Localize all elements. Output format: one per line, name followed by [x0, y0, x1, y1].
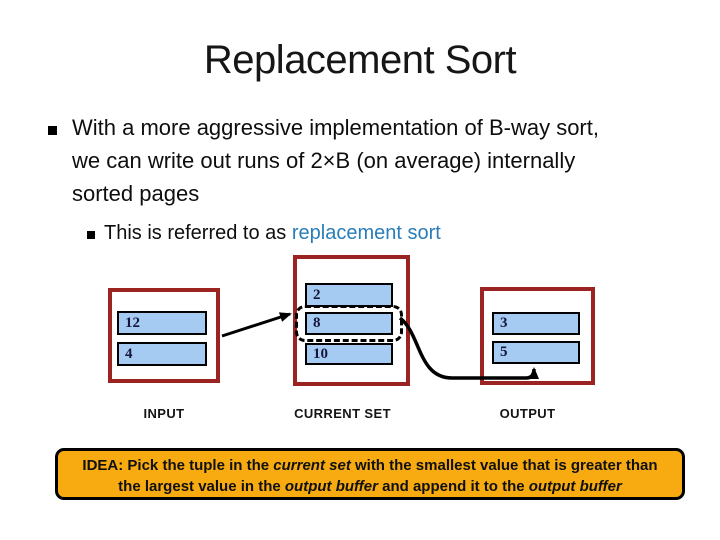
bullet-text: With a more aggressive implementation of…: [72, 111, 712, 210]
current-cell-2: 10: [305, 343, 393, 365]
idea-callout: IDEA: Pick the tuple in the current set …: [55, 448, 685, 500]
idea-line-2: the largest value in the output buffer a…: [58, 476, 682, 497]
bullet-line-3: sorted pages: [72, 181, 200, 206]
idea-text: IDEA: Pick the tuple in the: [82, 457, 274, 474]
idea-text: with the smallest value that is greater …: [350, 457, 658, 474]
idea-term-output-buffer: output buffer: [284, 478, 378, 495]
bullet-line-1: With a more aggressive implementation of…: [72, 115, 599, 140]
bullet-square-icon: [87, 231, 95, 239]
input-label: INPUT: [143, 406, 185, 421]
idea-line-1: IDEA: Pick the tuple in the current set …: [58, 455, 682, 476]
current-set-label: CURRENT SET: [294, 406, 391, 421]
sub-bullet-prefix: This is referred to as: [104, 222, 292, 244]
bullet-square-icon: [48, 126, 57, 135]
arrow-input-to-current: [221, 312, 292, 338]
bullet-line-2: we can write out runs of 2×B (on average…: [72, 148, 576, 173]
sub-bullet-text: This is referred to as replacement sort: [104, 222, 664, 245]
output-buffer-box: [480, 287, 595, 385]
current-cell-0: 2: [305, 283, 393, 307]
sub-bullet-highlight: replacement sort: [291, 222, 441, 244]
output-cell-1: 5: [492, 341, 580, 364]
input-cell-0: 12: [117, 311, 207, 335]
page-title: Replacement Sort: [203, 38, 517, 82]
output-cell-0: 3: [492, 312, 580, 335]
idea-term-output-buffer: output buffer: [528, 478, 622, 495]
idea-text: the largest value in the: [118, 478, 285, 495]
input-buffer-box: [108, 288, 220, 383]
selected-tuple-outline: [295, 305, 403, 342]
input-cell-1: 4: [117, 342, 207, 366]
current-cell-1-selected: 8: [305, 312, 393, 335]
idea-term-current-set: current set: [273, 457, 351, 474]
idea-text: and append it to the: [377, 478, 529, 495]
output-label: OUTPUT: [499, 406, 556, 421]
